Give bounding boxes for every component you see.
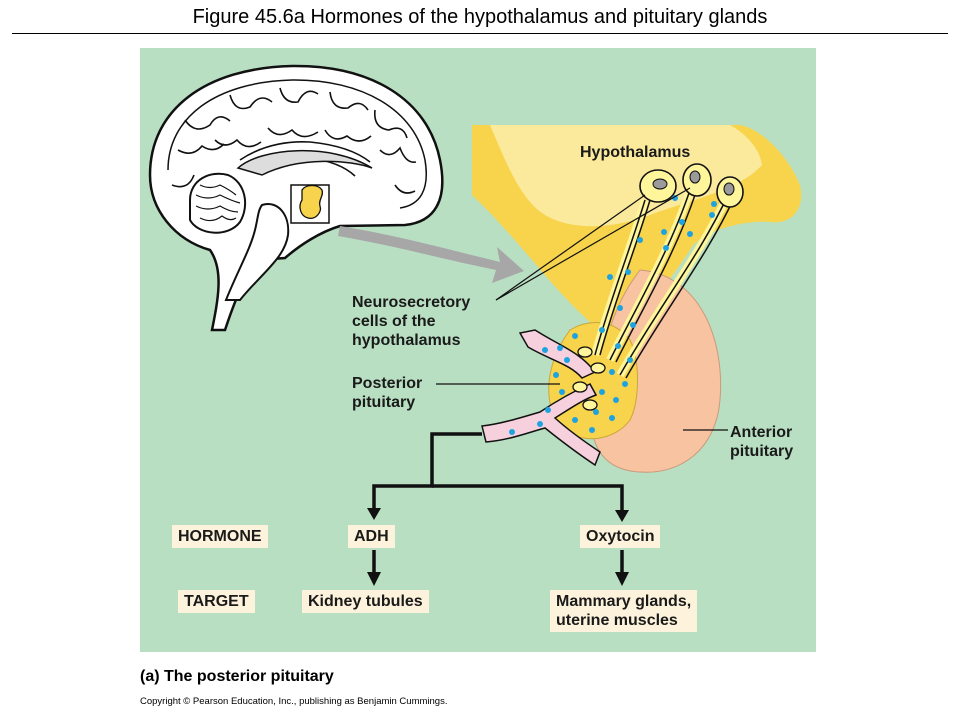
neurosecretory-label-line-3: hypothalamus (352, 332, 461, 349)
neurosecretory-label-line-1: Neurosecretory (352, 294, 471, 311)
cerebellum (189, 172, 247, 234)
mammary-line: Mammary glands, (556, 593, 692, 610)
arrowheads (367, 508, 629, 586)
posterior-pituitary-label: Posterior pituitary (352, 374, 422, 412)
posterior-label-line-1: Posterior (352, 375, 423, 392)
anterior-label-line-1: Anterior (730, 424, 793, 441)
magnify-arrow (338, 226, 524, 283)
brain-illustration (148, 64, 444, 332)
neurosecretory-axons (591, 188, 735, 379)
anterior-pituitary-label: Anterior pituitary (730, 423, 793, 461)
axon-terminals (572, 346, 606, 411)
leader-lines (436, 187, 728, 431)
anterior-label-line-2: pituitary (730, 443, 794, 460)
zoom-box (290, 184, 330, 224)
flow-arrows (372, 432, 624, 574)
mammary-uterine-box: Mammary glands, uterine muscles (550, 590, 698, 632)
neurosecretory-label-line-2: cells of the (352, 313, 436, 330)
neuron-cell-bodies (639, 163, 744, 208)
hormone-molecules (509, 195, 717, 435)
target-header: TARGET (178, 590, 255, 613)
copyright-notice: Copyright © Pearson Education, Inc., pub… (140, 696, 448, 707)
slide-title: Figure 45.6a Hormones of the hypothalamu… (192, 6, 768, 28)
oxytocin-box: Oxytocin (580, 525, 661, 548)
adh-box: ADH (348, 525, 395, 548)
uterine-line: uterine muscles (556, 612, 678, 629)
neurosecretory-cells-label: Neurosecretory cells of the hypothalamus (352, 293, 470, 350)
kidney-tubules-box: Kidney tubules (302, 590, 429, 613)
posterior-label-line-2: pituitary (352, 394, 416, 411)
title-divider (12, 33, 948, 34)
hormone-header: HORMONE (172, 525, 268, 548)
figure-caption: (a) The posterior pituitary (140, 668, 334, 685)
hypothalamus-label: Hypothalamus (580, 144, 691, 161)
